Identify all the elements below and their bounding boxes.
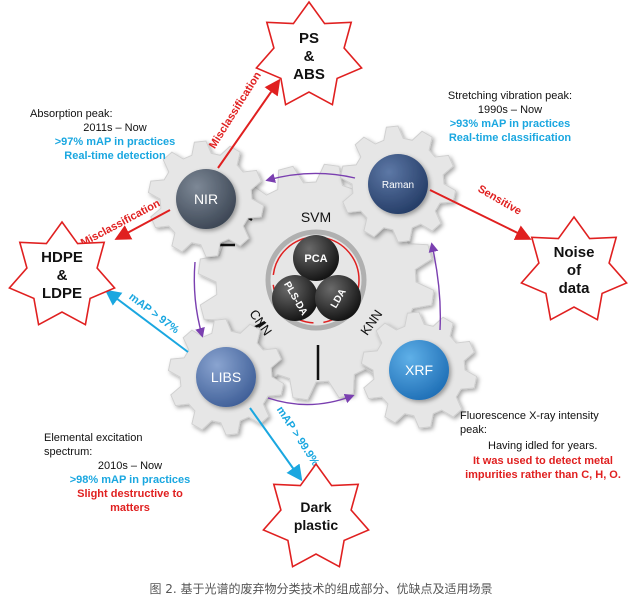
label-nir-to-ps: Misclassification bbox=[207, 70, 264, 151]
arrow-raman-to-nir bbox=[265, 172, 356, 183]
libs-note-use1: Slight destructive to bbox=[77, 488, 183, 500]
lda-ball bbox=[315, 275, 361, 321]
xrf-note-status: Having idled for years. bbox=[488, 440, 598, 452]
arrow-nir-to-ps bbox=[217, 78, 281, 169]
libs-ball bbox=[196, 347, 256, 407]
pca-label: PCA bbox=[304, 253, 327, 265]
arrow-raman-to-noise bbox=[429, 189, 532, 240]
arrow-libs-to-xrf bbox=[267, 393, 355, 406]
raman-note-map: >93% mAP in practices bbox=[449, 118, 571, 130]
hdpe-line3: LDPE bbox=[42, 285, 82, 302]
libs-note-use2: matters bbox=[110, 502, 150, 514]
nir-note-map: >97% mAP in practices bbox=[54, 136, 176, 148]
dark-line1: Dark bbox=[300, 499, 331, 515]
label-nir-to-hdpe: Misclassification bbox=[79, 197, 163, 249]
arrow-libs-to-hdpe bbox=[104, 289, 189, 353]
target-stars bbox=[8, 0, 628, 568]
noise-line1: Noise bbox=[554, 244, 595, 261]
label-libs-to-hdpe: mAP > 97% bbox=[126, 291, 181, 336]
dark-plastic-star bbox=[262, 462, 370, 568]
xrf-note-peak2: peak: bbox=[460, 424, 487, 436]
libs-note-map: >98% mAP in practices bbox=[69, 474, 191, 486]
ps-abs-star bbox=[255, 0, 363, 106]
libs-note-peak2: spectrum: bbox=[44, 446, 93, 458]
dark-line2: plastic bbox=[294, 517, 339, 533]
blue-arrows bbox=[104, 289, 303, 482]
noise-star bbox=[520, 215, 628, 321]
hdpe-ldpe-star bbox=[8, 220, 116, 326]
ps-line3: ABS bbox=[293, 66, 325, 83]
arrow-nir-to-hdpe bbox=[114, 209, 171, 240]
raman-ball bbox=[368, 154, 428, 214]
plsda-ball bbox=[272, 275, 318, 321]
xrf-ball bbox=[389, 340, 449, 400]
hdpe-line2: & bbox=[57, 267, 68, 284]
center-ring bbox=[265, 229, 367, 331]
raman-note-years: 1990s – Now bbox=[477, 104, 543, 116]
hdpe-line1: HDPE bbox=[41, 249, 83, 266]
label-libs-to-dark: mAP > 99.9% bbox=[274, 404, 322, 468]
figure-caption: 图 2. 基于光谱的废弃物分类技术的组成部分、优缺点及适用场景 bbox=[149, 582, 493, 596]
nir-note-peak: Absorption peak: bbox=[30, 108, 113, 120]
libs-label: LIBS bbox=[211, 369, 241, 385]
xrf-note-use1: It was used to detect metal bbox=[473, 455, 613, 467]
raman-label: Raman bbox=[382, 180, 414, 191]
svm-label: SVM bbox=[301, 209, 331, 225]
xrf-note-peak1: Fluorescence X-ray intensity bbox=[460, 410, 599, 422]
raman-note-use: Real-time classification bbox=[448, 132, 572, 144]
libs-note-years: 2010s – Now bbox=[97, 460, 163, 472]
label-raman-to-noise: Sensitive bbox=[476, 183, 524, 218]
xrf-note-use2: impurities rather than C, H, O. bbox=[465, 469, 621, 481]
red-arrows bbox=[114, 78, 532, 240]
cycle-arrows bbox=[193, 172, 442, 406]
nir-ball bbox=[176, 169, 236, 229]
nir-note-use: Real-time detection bbox=[64, 150, 166, 162]
ps-line1: PS bbox=[299, 30, 319, 47]
arrow-nir-to-libs bbox=[193, 261, 205, 338]
noise-line3: data bbox=[559, 280, 591, 297]
libs-note-peak1: Elemental excitation bbox=[44, 432, 143, 444]
raman-note-peak: Stretching vibration peak: bbox=[447, 90, 573, 102]
nir-label: NIR bbox=[194, 191, 218, 207]
center-cycle-arrows bbox=[272, 236, 360, 324]
arrow-libs-to-dark bbox=[249, 407, 303, 482]
arrow-xrf-to-raman bbox=[428, 242, 442, 331]
xrf-label: XRF bbox=[405, 362, 433, 378]
noise-line2: of bbox=[567, 262, 582, 279]
nir-note-years: 2011s – Now bbox=[83, 122, 147, 134]
pca-ball bbox=[293, 235, 339, 281]
ps-line2: & bbox=[304, 48, 315, 65]
